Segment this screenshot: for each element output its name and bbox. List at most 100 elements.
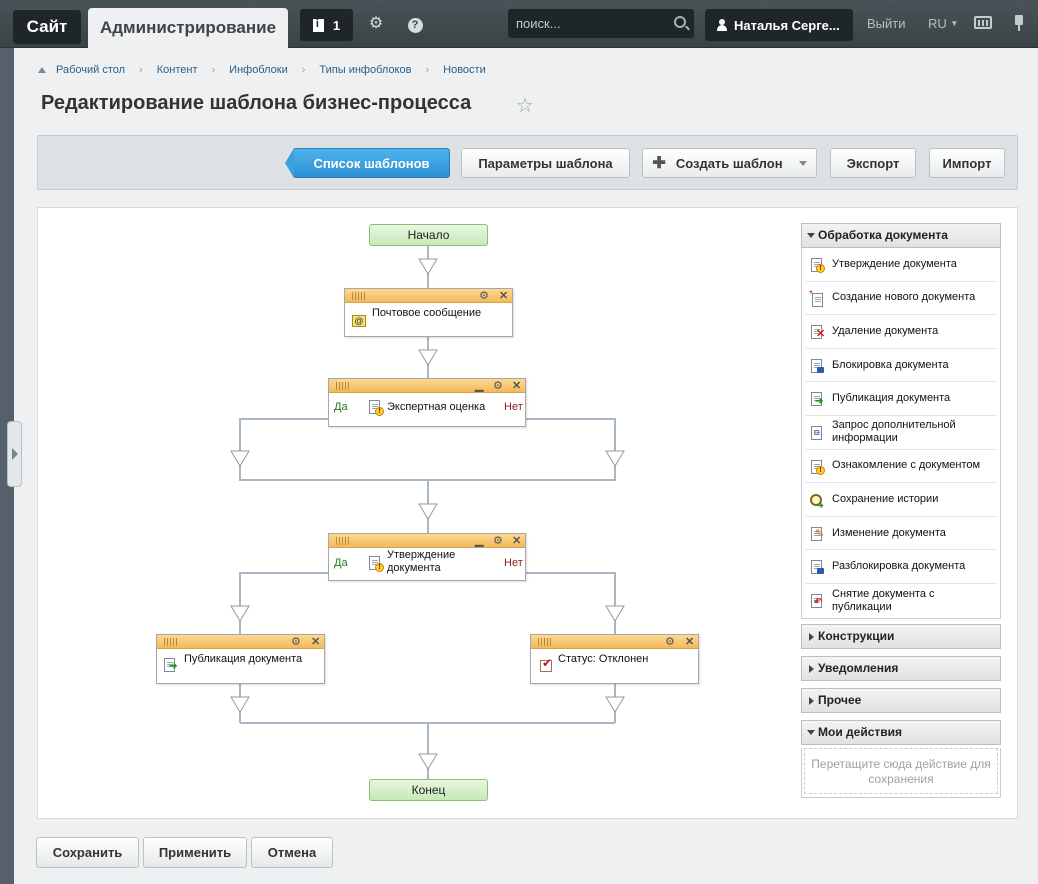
drag-grip-icon[interactable] bbox=[352, 292, 366, 300]
logout-link[interactable]: Выйти bbox=[867, 16, 906, 31]
help-icon[interactable]: ? bbox=[406, 15, 424, 33]
close-icon[interactable]: ✕ bbox=[512, 535, 522, 547]
palette-item[interactable]: Блокировка документа bbox=[805, 349, 997, 383]
breadcrumb-up-icon[interactable] bbox=[38, 67, 46, 73]
drag-grip-icon[interactable] bbox=[336, 537, 350, 545]
import-button[interactable]: Импорт bbox=[929, 148, 1005, 178]
close-icon[interactable]: ✕ bbox=[499, 290, 509, 302]
palette-item[interactable]: Запрос дополнительной информации bbox=[805, 416, 997, 450]
apply-button[interactable]: Применить bbox=[143, 837, 247, 868]
tab-site[interactable]: Сайт bbox=[13, 10, 81, 44]
breadcrumb: Рабочий стол › Контент › Инфоблоки › Тип… bbox=[38, 64, 486, 76]
activity-header[interactable]: ⚙ ✕ bbox=[531, 635, 698, 649]
close-icon[interactable]: ✕ bbox=[512, 380, 522, 392]
minimize-icon[interactable]: ▁ bbox=[475, 535, 484, 547]
create-template-button[interactable]: ✚ Создать шаблон bbox=[642, 148, 817, 178]
activity-header[interactable]: ▁ ⚙ ✕ bbox=[329, 379, 525, 393]
palette-group-other[interactable]: Прочее bbox=[801, 687, 1001, 713]
palette-item[interactable]: ➜ Сохранение истории bbox=[805, 483, 997, 517]
pin-icon[interactable] bbox=[1010, 15, 1028, 33]
drag-grip-icon[interactable] bbox=[538, 638, 552, 646]
notifications-button[interactable]: 1 bbox=[300, 9, 353, 41]
arrow-right-icon: ➜ bbox=[169, 661, 178, 672]
search-input[interactable] bbox=[516, 13, 666, 33]
templates-list-button[interactable]: Список шаблонов bbox=[285, 148, 450, 178]
drag-grip-icon[interactable] bbox=[164, 638, 178, 646]
branch-no-label: Нет bbox=[504, 557, 523, 569]
create-template-label: Создать шаблон bbox=[675, 155, 783, 171]
review-doc-icon: ! bbox=[809, 459, 825, 476]
connector-arrow-icon bbox=[418, 349, 438, 366]
gear-icon[interactable]: ⚙ bbox=[368, 15, 384, 32]
activity-label: Утверждение документа bbox=[387, 549, 455, 575]
edit-doc-icon: ✎ bbox=[809, 526, 825, 543]
chevron-down-icon[interactable] bbox=[798, 160, 807, 166]
breadcrumb-item[interactable]: Рабочий стол bbox=[56, 64, 126, 76]
connector-arrow-icon bbox=[605, 696, 625, 713]
gear-icon[interactable]: ⚙ bbox=[479, 290, 489, 302]
close-icon[interactable]: ✕ bbox=[685, 636, 695, 648]
palette-group-notifications[interactable]: Уведомления bbox=[801, 655, 1001, 681]
palette-item[interactable]: ➜ Публикация документа bbox=[805, 382, 997, 416]
save-button[interactable]: Сохранить bbox=[36, 837, 139, 868]
palette-item-label: Снятие документа с публикации bbox=[832, 587, 935, 613]
gear-icon[interactable]: ⚙ bbox=[493, 380, 503, 392]
cancel-button[interactable]: Отмена bbox=[251, 837, 333, 868]
menu-toggle-handle[interactable] bbox=[7, 421, 22, 487]
chevron-down-icon: ▼ bbox=[950, 19, 959, 28]
palette-item[interactable]: Разблокировка документа bbox=[805, 550, 997, 584]
gear-icon[interactable]: ⚙ bbox=[493, 535, 503, 547]
tab-administration[interactable]: Администрирование bbox=[88, 8, 288, 48]
activity-approval[interactable]: ▁ ⚙ ✕ Да ! Утверждение документа Нет bbox=[328, 533, 526, 581]
activity-mail-message[interactable]: ⚙ ✕ @ Почтовое сообщение bbox=[344, 288, 513, 337]
branch-yes-label: Да bbox=[334, 401, 348, 413]
page-title: Редактирование шаблона бизнес-процесса bbox=[41, 92, 472, 114]
end-node[interactable]: Конец bbox=[369, 779, 488, 801]
template-params-button[interactable]: Параметры шаблона bbox=[461, 148, 630, 178]
unpublish-doc-icon: ↶ bbox=[809, 593, 825, 610]
breadcrumb-item[interactable]: Контент bbox=[156, 64, 198, 76]
palette-item[interactable]: ! Утверждение документа bbox=[805, 248, 997, 282]
activity-label: Почтовое сообщение bbox=[372, 307, 482, 319]
drag-grip-icon[interactable] bbox=[336, 382, 350, 390]
connector-arrow-icon bbox=[418, 503, 438, 520]
palette-item[interactable]: ↶ Снятие документа с публикации bbox=[805, 584, 997, 618]
activity-expert-review[interactable]: ▁ ⚙ ✕ Да ! Экспертная оценка Нет bbox=[328, 378, 526, 427]
palette-item[interactable]: * Создание нового документа bbox=[805, 282, 997, 316]
breadcrumb-item[interactable]: Типы инфоблоков bbox=[319, 64, 412, 76]
palette-item-label: Ознакомление с документом bbox=[832, 459, 981, 472]
close-icon[interactable]: ✕ bbox=[311, 636, 321, 648]
favorite-star-icon[interactable]: ☆ bbox=[516, 95, 534, 117]
keyboard-icon[interactable] bbox=[974, 16, 992, 29]
palette-item-label: Утверждение документа bbox=[832, 257, 957, 270]
my-actions-drop-zone[interactable]: Перетащите сюда действие для сохранения bbox=[804, 747, 998, 794]
minimize-icon[interactable]: ▁ bbox=[475, 380, 484, 392]
activity-label: Экспертная оценка bbox=[387, 401, 486, 413]
export-button[interactable]: Экспорт bbox=[830, 148, 916, 178]
palette-item[interactable]: ! Ознакомление с документом bbox=[805, 450, 997, 484]
activities-palette: Обработка документа ! Утверждение докуме… bbox=[801, 223, 1001, 798]
branch-no-label: Нет bbox=[504, 401, 523, 413]
delete-doc-icon: ✕ bbox=[809, 325, 825, 341]
flow-connectors bbox=[230, 246, 625, 779]
gear-icon[interactable]: ⚙ bbox=[291, 636, 301, 648]
palette-group-doc-processing[interactable]: Обработка документа bbox=[801, 223, 1001, 248]
activity-header[interactable]: ⚙ ✕ bbox=[345, 289, 512, 303]
palette-item[interactable]: ✕ Удаление документа bbox=[805, 315, 997, 349]
start-node[interactable]: Начало bbox=[369, 224, 488, 246]
breadcrumb-item[interactable]: Инфоблоки bbox=[229, 64, 288, 76]
palette-group-constructions[interactable]: Конструкции bbox=[801, 623, 1001, 649]
user-menu-button[interactable]: Наталья Серге... bbox=[705, 9, 853, 41]
language-selector[interactable]: RU ▼ bbox=[928, 16, 958, 31]
activity-header[interactable]: ⚙ ✕ bbox=[157, 635, 324, 649]
search-icon[interactable] bbox=[674, 16, 686, 28]
gear-icon[interactable]: ⚙ bbox=[665, 636, 675, 648]
activity-publish-document[interactable]: ⚙ ✕ ➜ Публикация документа bbox=[156, 634, 325, 684]
breadcrumb-item[interactable]: Новости bbox=[443, 64, 486, 76]
palette-group-my-actions[interactable]: Мои действия bbox=[801, 719, 1001, 745]
activity-set-status[interactable]: ⚙ ✕ Статус: Отклонен bbox=[530, 634, 699, 684]
connector-arrow-icon bbox=[605, 605, 625, 622]
approve-doc-icon: ! bbox=[809, 258, 825, 274]
activity-header[interactable]: ▁ ⚙ ✕ bbox=[329, 534, 525, 548]
palette-item[interactable]: ✎ Изменение документа bbox=[805, 517, 997, 551]
